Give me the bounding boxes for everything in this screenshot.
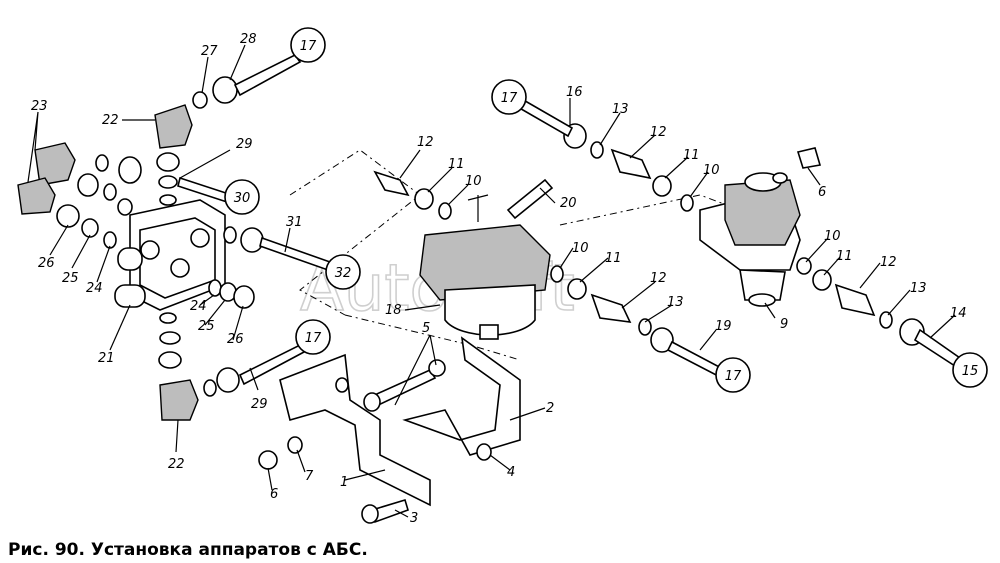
svg-text:15: 15 <box>962 364 979 379</box>
label-4: 4 <box>507 465 515 480</box>
label-11-dryer: 11 <box>605 251 622 266</box>
label-29-bottom: 29 <box>251 397 268 412</box>
callout-15: 15 <box>952 352 988 388</box>
label-18: 18 <box>385 303 402 318</box>
callout-17-bottom-right: 17 <box>715 357 751 393</box>
label-12-mid: 12 <box>650 271 667 286</box>
callout-17-right-top: 17 <box>491 79 527 115</box>
label-12-right: 12 <box>880 255 897 270</box>
part-labels: 28 27 22 23 29 26 25 24 31 21 24 25 26 2… <box>31 32 967 526</box>
center-fittings-upper <box>373 170 452 220</box>
label-5: 5 <box>422 321 430 336</box>
elbow-22-bottom <box>159 379 199 421</box>
callout-30: 30 <box>224 179 260 215</box>
elbow-22-top <box>154 104 193 149</box>
label-23: 23 <box>31 99 48 114</box>
bracket-2 <box>402 336 521 456</box>
label-11-center: 11 <box>448 157 465 172</box>
label-16: 16 <box>566 85 583 100</box>
left-washers-nuts <box>56 152 264 397</box>
label-6-bottom: 6 <box>270 487 278 502</box>
callout-17-left-bottom: 17 <box>295 319 331 355</box>
valve-9 <box>699 172 801 307</box>
svg-text:17: 17 <box>725 369 742 384</box>
svg-text:30: 30 <box>234 191 251 206</box>
elbow-fittings-23 <box>17 142 76 215</box>
svg-text:17: 17 <box>305 331 322 346</box>
label-12-top: 12 <box>650 125 667 140</box>
label-3: 3 <box>410 511 418 526</box>
label-14: 14 <box>950 306 967 321</box>
label-28: 28 <box>240 32 257 47</box>
label-1: 1 <box>340 475 348 490</box>
label-11-top: 11 <box>683 148 700 163</box>
label-25-left: 25 <box>62 271 79 286</box>
svg-text:17: 17 <box>501 91 518 106</box>
label-10-dryer: 10 <box>572 241 589 256</box>
label-25-right: 25 <box>198 319 215 334</box>
label-10-center: 10 <box>465 174 482 189</box>
label-29-top: 29 <box>236 137 253 152</box>
label-2: 2 <box>546 401 554 416</box>
label-26-left: 26 <box>38 256 55 271</box>
svg-text:32: 32 <box>335 266 352 281</box>
label-7: 7 <box>305 469 314 484</box>
figure-caption: Рис. 90. Установка аппаратов с АБС. <box>8 540 368 560</box>
label-11-right: 11 <box>836 249 853 264</box>
label-20: 20 <box>560 196 577 211</box>
callout-17-top: 17 <box>290 27 326 63</box>
center-fittings-right <box>550 265 726 380</box>
label-24-left: 24 <box>86 281 103 296</box>
label-31: 31 <box>286 215 303 230</box>
valve-block-21 <box>114 199 226 311</box>
label-12-center: 12 <box>417 135 434 150</box>
label-22-top: 22 <box>102 113 119 128</box>
bracket-1 <box>279 353 431 507</box>
label-13-right: 13 <box>910 281 927 296</box>
label-10-top: 10 <box>703 163 720 178</box>
label-22-bottom: 22 <box>168 457 185 472</box>
label-6-right: 6 <box>818 185 826 200</box>
bottom-fasteners <box>258 359 492 524</box>
label-27: 27 <box>201 44 218 59</box>
label-21: 21 <box>98 351 115 366</box>
label-10-right: 10 <box>824 229 841 244</box>
svg-text:17: 17 <box>300 39 317 54</box>
label-24-right: 24 <box>190 299 207 314</box>
label-13-top: 13 <box>612 102 629 117</box>
label-26-right: 26 <box>227 332 244 347</box>
label-13-mid: 13 <box>667 295 684 310</box>
label-9: 9 <box>780 317 788 332</box>
leader-lines <box>27 44 956 518</box>
callout-32: 32 <box>325 254 361 290</box>
label-19: 19 <box>715 319 732 334</box>
